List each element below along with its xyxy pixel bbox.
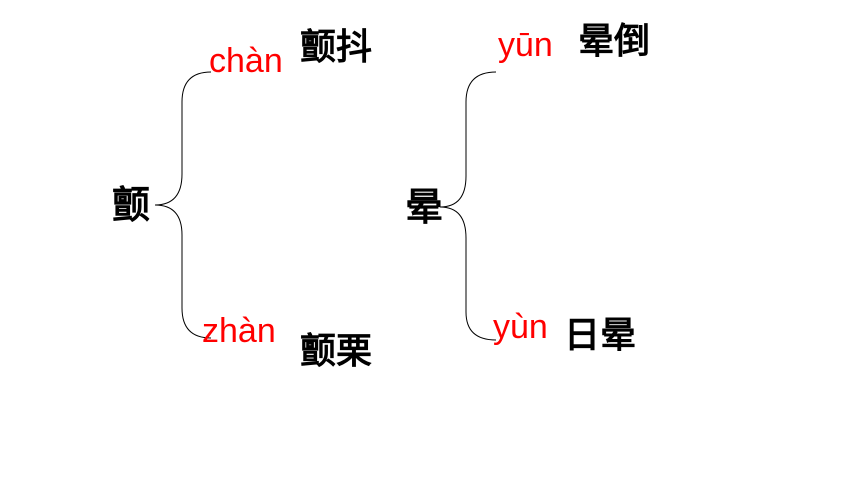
group-2-reading-1-pinyin: yūn [498,26,553,64]
group-2-reading-2-pinyin: yùn [493,308,548,346]
group-2-reading-1-word: 晕倒 [578,21,651,62]
group-2-character: 晕 [405,185,444,229]
group-1-reading-2-word: 颤栗 [300,331,373,372]
group-1-character: 颤 [112,183,151,227]
brace-right-group [439,71,497,341]
brace-left-group [154,71,212,339]
group-1-reading-1-pinyin: chàn [209,42,283,80]
group-2-reading-2-word: 日晕 [564,315,637,356]
group-1-reading-1-word: 颤抖 [300,27,373,68]
group-1-reading-2-pinyin: zhàn [202,312,276,350]
